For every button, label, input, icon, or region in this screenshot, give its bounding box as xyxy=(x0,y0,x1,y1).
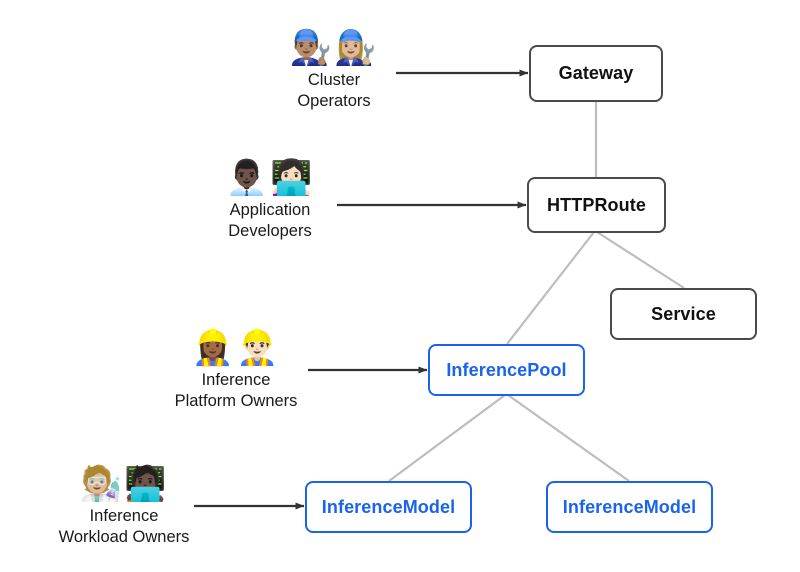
persona-label-line1: Inference xyxy=(201,371,271,389)
connector-httproute-inferencepool xyxy=(506,231,595,345)
connector-inferencepool-inferencemodel-right xyxy=(507,394,630,482)
construction-worker-pair-emoji: 👷🏾‍♀️👷🏻‍♂️ xyxy=(191,328,281,368)
connector-inferencepool-inferencemodel-left xyxy=(388,394,506,482)
persona-label-cluster-operators: Cluster Operators xyxy=(297,70,370,112)
node-service[interactable]: Service xyxy=(610,288,757,340)
persona-cluster-operators: 👨🏽‍🔧👩🏼‍🔧 Cluster Operators xyxy=(234,28,434,112)
persona-label-inference-platform-owners: Inference Platform Owners xyxy=(175,370,298,412)
office-worker-technologist-pair-emoji: 👨🏿‍💼👩🏻‍💻 xyxy=(225,158,315,198)
node-inferencemodel-left[interactable]: InferenceModel xyxy=(305,481,472,533)
node-httproute[interactable]: HTTPRoute xyxy=(527,177,666,233)
persona-label-inference-workload-owners: Inference Workload Owners xyxy=(59,506,190,548)
node-gateway[interactable]: Gateway xyxy=(529,45,663,102)
scientist-technologist-pair-emoji: 🧑🏼‍🔬🧑🏿‍💻 xyxy=(79,464,169,504)
mechanic-pair-emoji: 👨🏽‍🔧👩🏼‍🔧 xyxy=(289,28,379,68)
node-inferencepool[interactable]: InferencePool xyxy=(428,344,585,396)
persona-label-line2: Platform Owners xyxy=(174,392,298,410)
persona-inference-workload-owners: 🧑🏼‍🔬🧑🏿‍💻 Inference Workload Owners xyxy=(24,464,224,548)
persona-application-developers: 👨🏿‍💼👩🏻‍💻 Application Developers xyxy=(170,158,370,242)
persona-label-line2: Developers xyxy=(228,222,312,240)
node-inferencemodel-right[interactable]: InferenceModel xyxy=(546,481,713,533)
persona-inference-platform-owners: 👷🏾‍♀️👷🏻‍♂️ Inference Platform Owners xyxy=(136,328,336,412)
persona-label-line1: Cluster xyxy=(307,71,361,89)
persona-label-line1: Inference xyxy=(89,507,159,525)
persona-label-application-developers: Application Developers xyxy=(228,200,311,242)
persona-label-line2: Operators xyxy=(297,92,371,110)
connector-httproute-service xyxy=(596,231,685,289)
persona-label-line2: Workload Owners xyxy=(58,528,190,546)
persona-label-line1: Application xyxy=(229,201,311,219)
